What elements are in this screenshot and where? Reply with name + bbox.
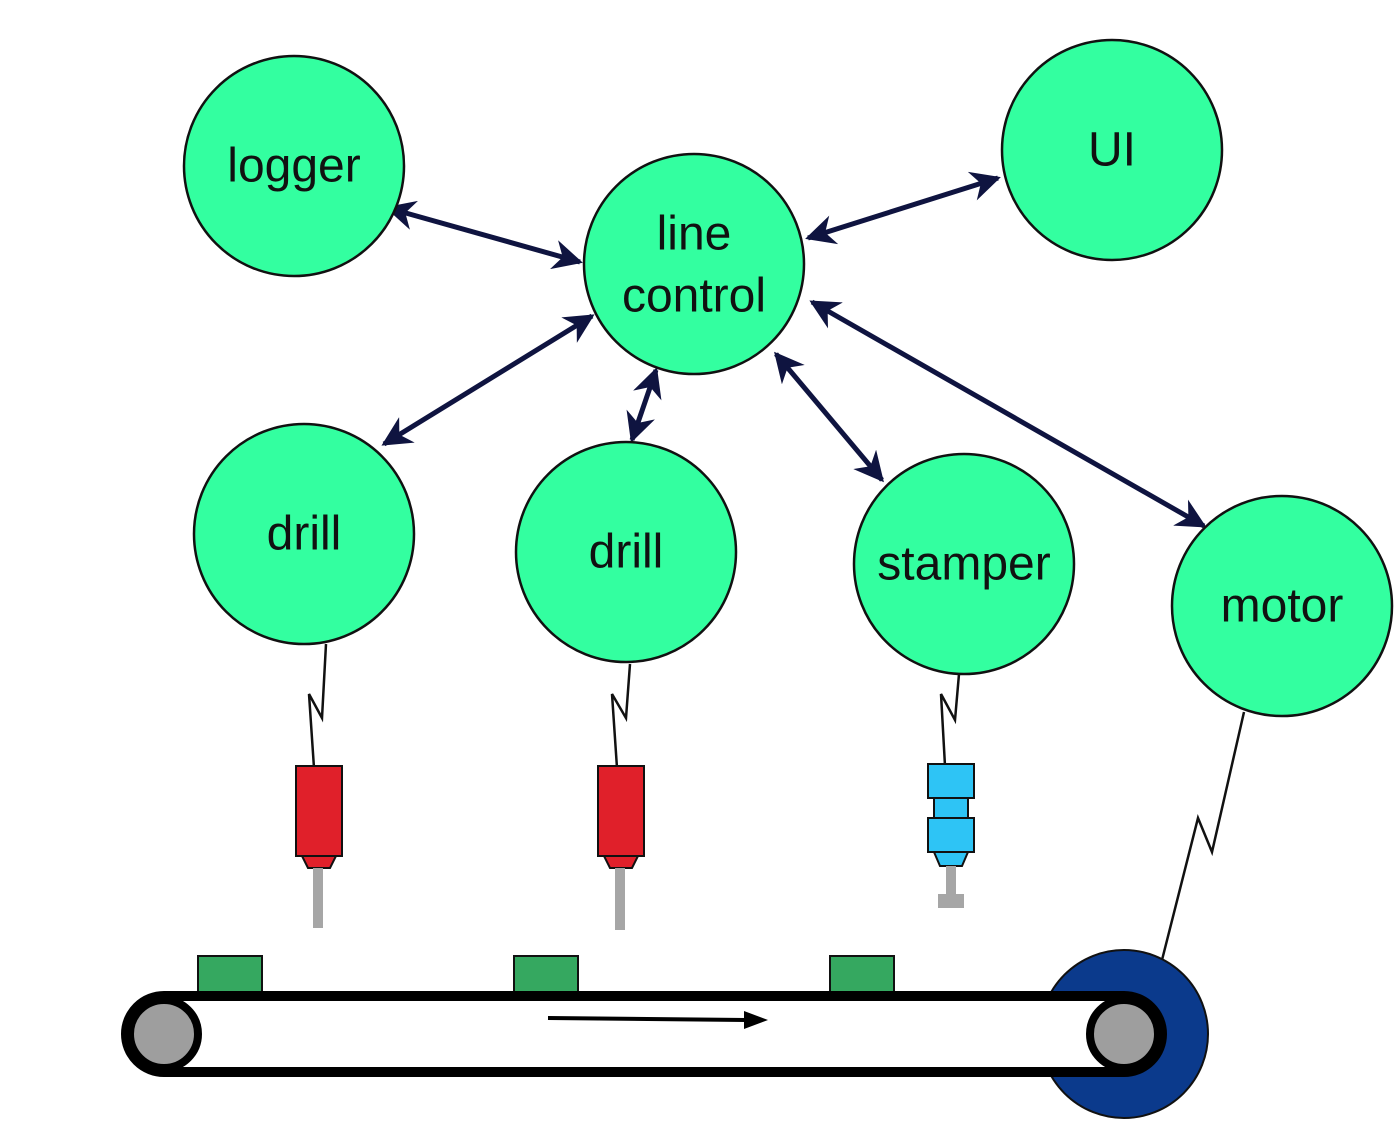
link-motor-line-control (809, 299, 1207, 529)
node-line-control: line control (582, 152, 806, 376)
node-drill-2-label: drill (589, 526, 664, 579)
link-drill1-line-control (381, 313, 595, 447)
node-motor-label: motor (1221, 580, 1344, 633)
workpiece (513, 955, 579, 993)
node-line-control-label-1: line (657, 208, 732, 261)
workpiece (829, 955, 895, 993)
node-logger: logger (182, 54, 406, 278)
node-ui: UI (1000, 38, 1224, 262)
link-ui-line-control (805, 171, 1001, 245)
direction-arrow-icon (547, 1011, 768, 1029)
link-drill2-line-control (626, 367, 662, 443)
node-ui-label: UI (1088, 124, 1136, 177)
wire-drill1 (307, 643, 328, 769)
wire-stamper (939, 673, 961, 767)
drill-tool-icon (597, 765, 645, 930)
wire-drill2 (610, 663, 632, 769)
node-stamper-label: stamper (877, 538, 1050, 591)
node-motor: motor (1170, 494, 1394, 718)
link-stamper-line-control (774, 351, 884, 483)
link-logger-line-control (385, 200, 583, 270)
roller-right (1086, 996, 1162, 1072)
node-drill-2: drill (514, 440, 738, 664)
workpieces (197, 955, 895, 993)
node-logger-label: logger (227, 140, 360, 193)
node-stamper: stamper (852, 452, 1076, 676)
drill-tool-icon (295, 765, 343, 928)
conveyor-belt-icon (121, 991, 1167, 1077)
node-line-control-label-2: control (622, 270, 766, 323)
node-drill-1-label: drill (267, 508, 342, 561)
workpiece (197, 955, 263, 993)
wires (307, 643, 1246, 961)
wire-motor (1160, 711, 1246, 961)
links (381, 171, 1207, 529)
roller-left (126, 996, 202, 1072)
node-drill-1: drill (192, 422, 416, 646)
stamper-tool-icon (927, 763, 975, 908)
